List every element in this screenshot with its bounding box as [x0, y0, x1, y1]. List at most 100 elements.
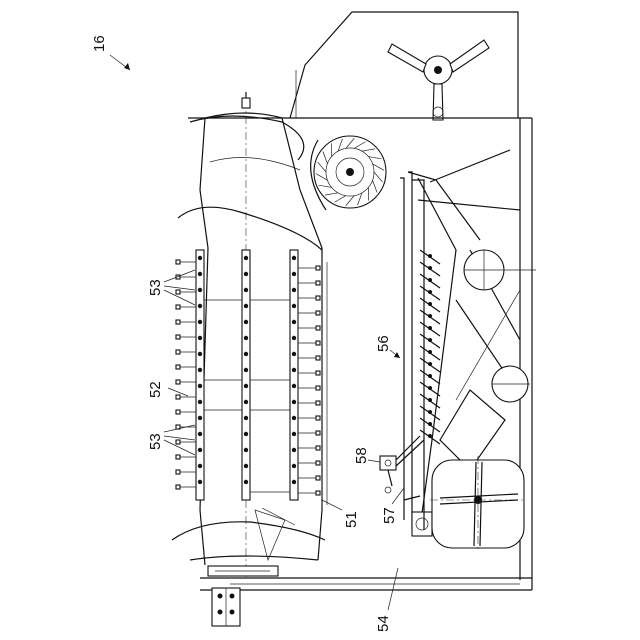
sieve-pin [428, 434, 432, 438]
sieve-pin [428, 302, 432, 306]
threshing-bars [196, 250, 298, 500]
bolt [292, 432, 296, 436]
tooth-tip [176, 335, 180, 339]
label-53-upper: 53 [147, 279, 164, 296]
bolt [198, 304, 202, 308]
sieve-pin [428, 254, 432, 258]
bolt [198, 384, 202, 388]
tooth-tip [316, 326, 320, 330]
tooth-tip [176, 380, 180, 384]
bolt [244, 352, 248, 356]
label-53-lower: 53 [147, 433, 164, 450]
bolt [244, 464, 248, 468]
bolt [292, 288, 296, 292]
sieve-pin [428, 422, 432, 426]
sieve-pin [428, 386, 432, 390]
conveyor-rollers [464, 250, 536, 402]
tooth-tip [316, 431, 320, 435]
bolt [198, 336, 202, 340]
bolt [292, 304, 296, 308]
tooth-tip [176, 305, 180, 309]
bolt [198, 432, 202, 436]
bolt [292, 384, 296, 388]
bolt [244, 336, 248, 340]
bolt [198, 320, 202, 324]
bolt [244, 480, 248, 484]
sieve-pin [428, 278, 432, 282]
bolt [292, 320, 296, 324]
bolt [244, 384, 248, 388]
bolt [244, 304, 248, 308]
bolt [244, 448, 248, 452]
bolt [198, 352, 202, 356]
label-54: 54 [375, 615, 392, 632]
bolt [198, 464, 202, 468]
bolt [244, 368, 248, 372]
bolt [292, 464, 296, 468]
bolt [292, 480, 296, 484]
sieve-pin [428, 314, 432, 318]
label-52: 52 [147, 381, 164, 398]
tooth-tip [176, 290, 180, 294]
bolt [292, 448, 296, 452]
upper-housing [290, 12, 518, 118]
bolt [198, 448, 202, 452]
tooth-tip [316, 296, 320, 300]
tooth-tip [316, 476, 320, 480]
tooth-tip [176, 395, 180, 399]
sieve-pin [428, 350, 432, 354]
sieve-pin [428, 374, 432, 378]
bolt [244, 400, 248, 404]
bolt [292, 336, 296, 340]
tooth-tip [176, 320, 180, 324]
bolt [198, 272, 202, 276]
blower-fan [311, 136, 386, 210]
tooth-tip [176, 365, 180, 369]
tooth-tip [176, 410, 180, 414]
sieve-pin [428, 326, 432, 330]
bolt [292, 400, 296, 404]
tooth-tip [316, 356, 320, 360]
bolt [198, 416, 202, 420]
bolt [198, 400, 202, 404]
tooth-tip [176, 470, 180, 474]
tooth-tip [316, 311, 320, 315]
tooth-tip [316, 401, 320, 405]
bolt [244, 288, 248, 292]
bolt [244, 256, 248, 260]
bolt [292, 272, 296, 276]
tooth-tip [316, 341, 320, 345]
bolt [292, 256, 296, 260]
bolt [198, 288, 202, 292]
three-blade-fan [388, 40, 489, 120]
label-51: 51 [343, 511, 360, 528]
label-16: 16 [91, 35, 108, 52]
bolt [244, 320, 248, 324]
tooth-tip [176, 350, 180, 354]
winnowing-fan [430, 456, 526, 552]
bolt [292, 368, 296, 372]
tooth-tip [316, 281, 320, 285]
tooth-tip [316, 386, 320, 390]
bolt [244, 416, 248, 420]
bolt [198, 256, 202, 260]
sieve-pin [428, 410, 432, 414]
bolt [198, 368, 202, 372]
sieve-pin [428, 362, 432, 366]
label-56: 56 [375, 335, 392, 352]
tooth-tip [176, 440, 180, 444]
bar-bolts [198, 256, 296, 484]
tooth-tip [316, 371, 320, 375]
tooth-tip [316, 446, 320, 450]
tooth-tip [316, 491, 320, 495]
sieve-pin [428, 398, 432, 402]
label-57: 57 [381, 507, 398, 524]
sieve-pin [428, 266, 432, 270]
receiving-net [322, 262, 327, 505]
tooth-tip [176, 485, 180, 489]
label-58: 58 [353, 447, 370, 464]
chaff-sieve-fins [420, 250, 440, 444]
sieve-pin [428, 290, 432, 294]
tooth-tip [316, 266, 320, 270]
